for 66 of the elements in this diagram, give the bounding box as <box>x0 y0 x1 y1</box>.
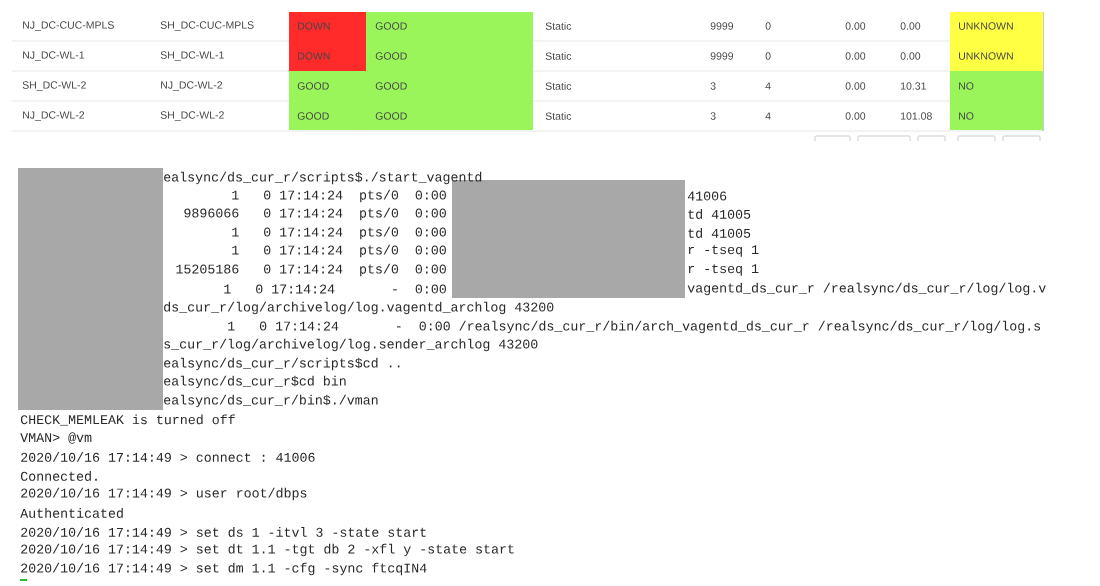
status-cell: DOWN <box>289 12 366 41</box>
terminal-text: 1 0 17:14:24 pts/0 0:00 <box>232 189 446 203</box>
status-cell: NO <box>950 101 1043 130</box>
terminal-text: Connected. <box>20 471 97 481</box>
terminal-text: 41006 <box>687 191 727 201</box>
terminal-text: ds_cur_r/log/archivelog/log.vagentd_archlog 43200 <box>164 301 554 315</box>
status-cell: DOWN <box>289 41 366 71</box>
terminal-text: td 41005 <box>688 228 751 238</box>
table-cell: NJ_DC-WL-2 <box>23 111 85 121</box>
table-cell: 101.08 <box>901 112 932 120</box>
status-cell: NO <box>950 71 1043 101</box>
table-cell: 0.00 <box>900 52 921 60</box>
status-cell: GOOD <box>289 101 366 130</box>
table-cell: 9999 <box>710 22 734 30</box>
terminal-text: 2020/10/16 17:14:49 > user root/dbps <box>21 487 307 501</box>
status-cell: GOOD <box>366 41 533 71</box>
table-cell: 0.00 <box>845 112 866 120</box>
terminal-text: 2020/10/16 17:14:49 > set dt 1.1 -tgt db 2 -xfl y -state start <box>21 543 514 557</box>
status-cell: UNKNOWN <box>950 41 1043 71</box>
table-cell: 4 <box>765 82 771 90</box>
table-cell: Static <box>545 22 572 30</box>
table-cell: 10.31 <box>901 82 926 90</box>
table-cell: 9999 <box>710 52 734 60</box>
table-cell: 3 <box>710 112 716 120</box>
status-cell: UNKNOWN <box>950 12 1043 41</box>
table-cell: SH_DC-CUC-MPLS <box>160 21 254 31</box>
terminal-text: 2020/10/16 17:14:49 > set ds 1 -itvl 3 -state start <box>21 527 426 537</box>
terminal-text: 9896066 0 17:14:24 pts/0 0:00 <box>184 207 446 221</box>
terminal-text: 1 0 17:14:24 pts/0 0:00 <box>232 244 446 258</box>
table-cell: 4 <box>765 112 771 120</box>
terminal-text: Authenticated <box>20 508 123 518</box>
table-cell: SH_DC-WL-2 <box>160 111 224 121</box>
table-cell: NJ_DC-WL-2 <box>161 81 223 91</box>
terminal-text: 1 0 17:14:24 pts/0 0:00 <box>232 226 446 240</box>
terminal-text: ealsync/ds_cur_r/scripts$./start_vagentd <box>164 171 482 185</box>
table-cell: 0 <box>765 52 771 60</box>
terminal-text: r -tseq 1 <box>688 245 759 257</box>
table-cell: SH_DC-WL-2 <box>22 81 86 91</box>
terminal-text: ealsync/ds_cur_r/scripts$cd .. <box>164 357 400 371</box>
status-cell: GOOD <box>366 12 533 41</box>
table-cell: Static <box>545 112 572 120</box>
terminal-text: 2020/10/16 17:14:49 > set dm 1.1 -cfg -sync ftcqIN4 <box>21 562 427 576</box>
table-cell: Static <box>545 52 572 60</box>
table-cell: Static <box>545 82 572 90</box>
terminal-text: VMAN> @vm <box>20 432 92 444</box>
terminal-text: 15205186 0 17:14:24 pts/0 0:00 <box>176 263 446 277</box>
terminal-text: 1 0 17:14:24 - 0:00 <box>224 284 446 294</box>
terminal-text: 1 0 17:14:24 - 0:00 /realsync/ds_cur_r/bin/arch_vagentd_ds_cur_r /realsync/ds_cur_r/log/log.s <box>228 320 1041 334</box>
terminal-text: 2020/10/16 17:14:49 > connect : 41006 <box>21 452 315 462</box>
terminal-text: ealsync/ds_cur_r/bin$./vman <box>164 394 378 408</box>
terminal-text: ealsync/ds_cur_r$cd bin <box>164 375 346 389</box>
terminal-text: r -tseq 1 <box>688 264 759 276</box>
table-cell: NJ_DC-WL-1 <box>23 51 85 61</box>
table-cell: 0.00 <box>845 22 866 30</box>
terminal-text: td 41005 <box>688 209 751 219</box>
table-cell: 0.00 <box>900 22 921 30</box>
table-cell: 0.00 <box>845 52 866 60</box>
terminal-text: CHECK_MEMLEAK is turned off <box>20 414 235 426</box>
table-cell: 3 <box>710 82 716 90</box>
table-cell: SH_DC-WL-1 <box>160 51 224 61</box>
table-cell: 0 <box>765 22 771 30</box>
terminal-text: vagentd_ds_cur_r /realsync/ds_cur_r/log/log.v <box>687 282 1046 296</box>
table-cell: NJ_DC-CUC-MPLS <box>23 21 114 31</box>
terminal-text: s_cur_r/log/archivelog/log.sender_archlog 43200 <box>164 338 538 352</box>
status-cell: GOOD <box>289 71 366 101</box>
table-cell: 0.00 <box>845 82 866 90</box>
